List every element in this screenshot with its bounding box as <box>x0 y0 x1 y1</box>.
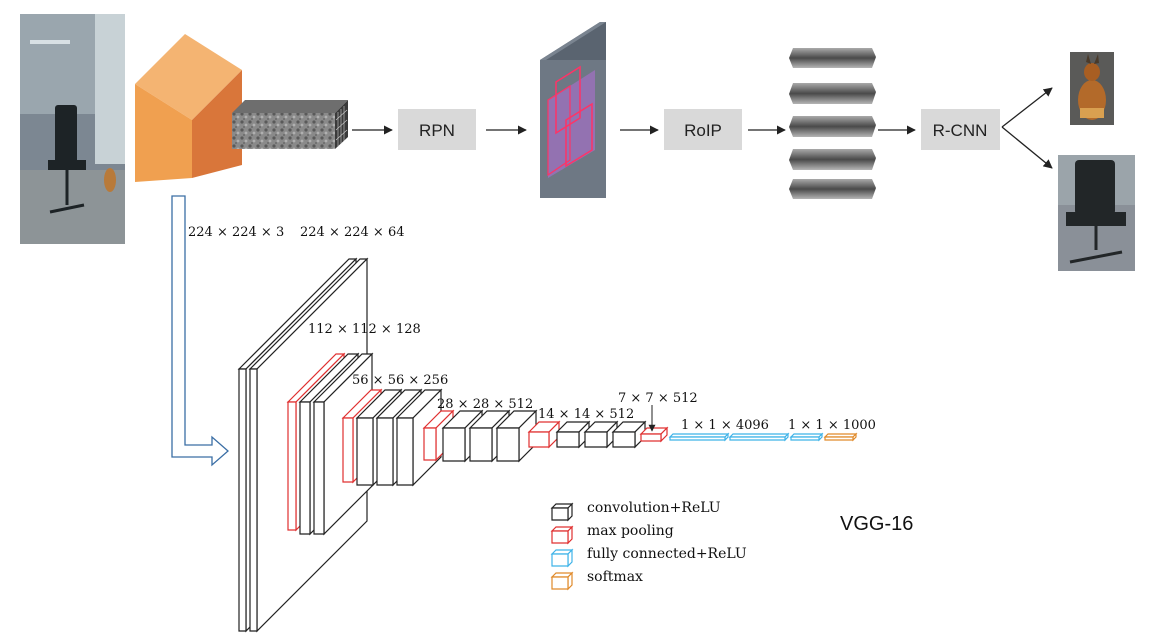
input-to-vgg-arrow <box>171 195 229 467</box>
rpn-box: RPN <box>398 109 476 150</box>
backbone-side-face <box>192 70 242 178</box>
dim-conv4: 28 × 28 × 512 <box>437 397 533 412</box>
legend-item: convolution+ReLU <box>550 500 721 522</box>
legend-label: softmax <box>587 569 643 585</box>
dim-conv3: 56 × 56 × 256 <box>352 373 448 388</box>
legend-swatch <box>551 507 569 521</box>
conv5-layer <box>611 420 647 449</box>
rcnn-label: R-CNN <box>933 121 988 140</box>
rpn-label: RPN <box>419 121 455 140</box>
legend-item: fully connected+ReLU <box>550 546 747 568</box>
input-image <box>20 14 125 244</box>
arrow-to-chair-output <box>1001 126 1053 169</box>
legend: convolution+ReLU max pooling fully connect… <box>550 500 747 591</box>
output-dog-image <box>1070 52 1114 125</box>
roi-strip <box>789 149 876 170</box>
legend-item: max pooling <box>550 523 674 545</box>
pool4-layer <box>527 420 561 449</box>
dim-fc: 1 × 1 × 4096 <box>681 418 769 433</box>
roi-feature-strips <box>789 48 876 199</box>
backbone-front-face <box>135 84 192 182</box>
legend-label: convolution+ReLU <box>587 500 721 516</box>
legend-label: max pooling <box>587 523 674 539</box>
backbone-top-face <box>135 34 242 120</box>
output-chair-image <box>1058 155 1135 271</box>
legend-swatch <box>551 530 569 544</box>
dim-conv2: 112 × 112 × 128 <box>308 322 421 337</box>
pool5-layer <box>639 426 669 443</box>
roi-strip <box>789 83 876 104</box>
legend-swatch <box>551 576 569 590</box>
dim-input: 224 × 224 × 3 <box>188 225 284 240</box>
softmax-layer <box>823 432 858 442</box>
rcnn-box: R-CNN <box>921 109 1000 150</box>
fc-layer <box>668 432 730 442</box>
roip-label: RoIP <box>684 121 722 140</box>
dim-conv5: 14 × 14 × 512 <box>538 407 634 422</box>
dimension-labels: 224 × 224 × 3 224 × 224 × 64 112 × 112 ×… <box>188 225 876 433</box>
legend-swatch <box>551 553 569 567</box>
backbone-block <box>135 34 242 182</box>
dim-pool5: 7 × 7 × 512 <box>618 391 698 406</box>
conv4-layer <box>468 409 511 463</box>
conv5-layer <box>555 420 591 449</box>
fc-layer <box>728 432 790 442</box>
roip-box: RoIP <box>664 109 742 150</box>
proposal-map <box>540 22 606 198</box>
roi-strip <box>789 179 876 199</box>
arrow-to-dog-output <box>1001 87 1053 128</box>
fc-layer <box>789 432 824 442</box>
legend-item: softmax <box>550 569 643 591</box>
conv5-layer <box>583 420 619 449</box>
roi-strip <box>789 48 876 68</box>
roi-strip <box>789 116 876 137</box>
dim-conv1: 224 × 224 × 64 <box>300 225 404 240</box>
dim-softmax: 1 × 1 × 1000 <box>788 418 876 433</box>
conv4-layer <box>495 409 538 463</box>
vgg-title: VGG-16 <box>840 513 913 535</box>
vgg16-blocks <box>237 257 858 633</box>
feature-map <box>232 100 348 149</box>
legend-label: fully connected+ReLU <box>587 546 747 562</box>
